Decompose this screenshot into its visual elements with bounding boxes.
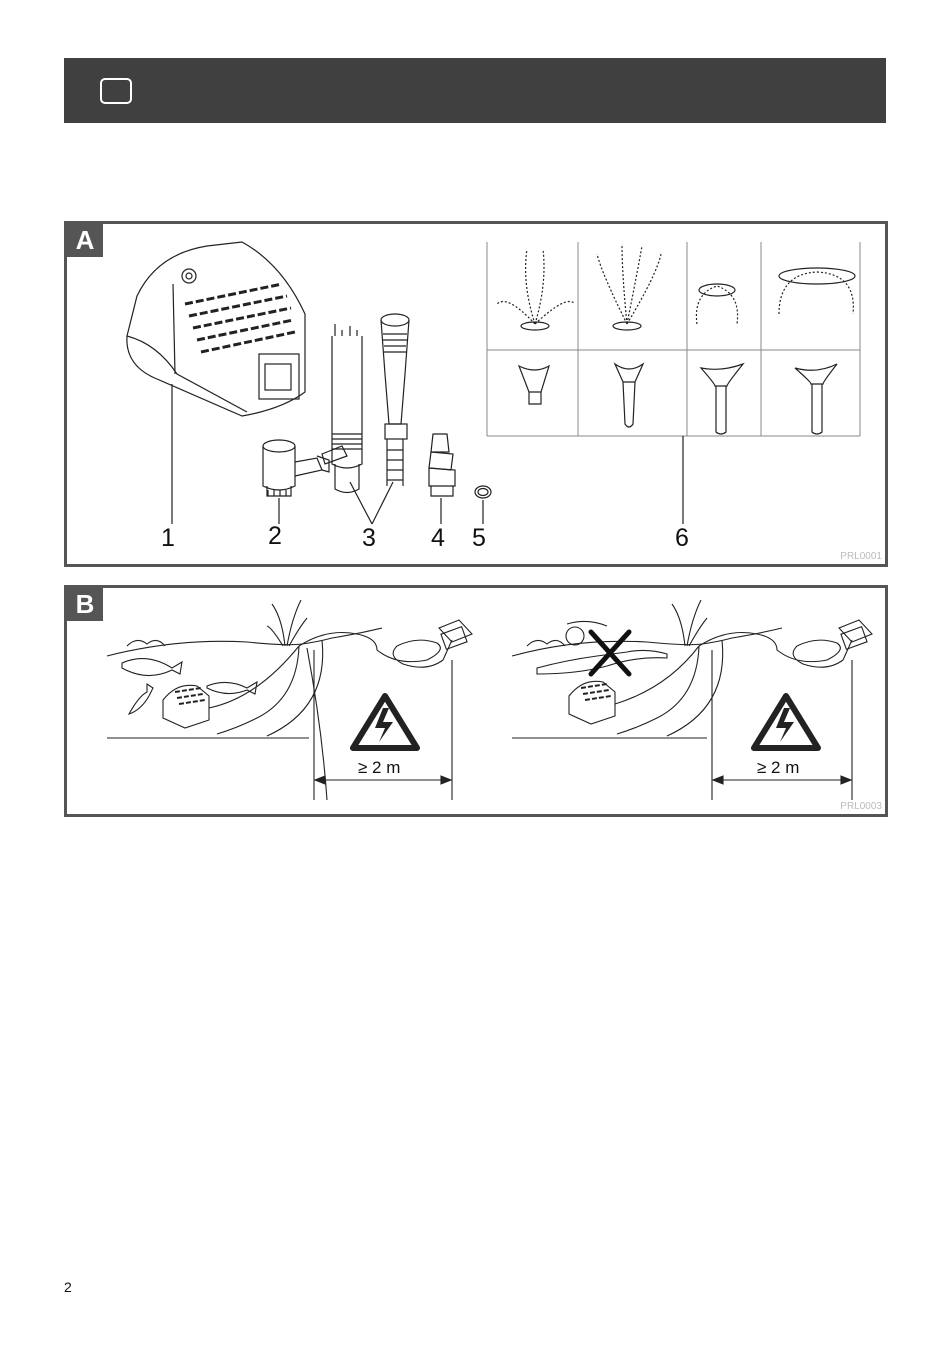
figure-code: PRL0003: [840, 801, 882, 812]
callout-3: 3: [362, 526, 376, 551]
o-ring-icon: [475, 486, 491, 498]
callout-5: 5: [472, 526, 486, 551]
callout-6: 6: [675, 526, 689, 551]
header-bar: [64, 58, 886, 123]
page-number: 2: [64, 1279, 72, 1295]
t-adapter-icon: [263, 440, 329, 496]
figure-code: PRL0001: [840, 551, 882, 562]
extension-tubes-icon: [322, 314, 409, 493]
figure-panel-a: A: [64, 221, 888, 567]
power-socket-icon: [439, 620, 472, 660]
hose-adapter-icon: [429, 434, 455, 496]
fountain-nozzles-icon: [487, 242, 860, 436]
callout-1: 1: [161, 526, 175, 551]
pump-housing-icon: [127, 242, 305, 416]
callout-2: 2: [268, 524, 282, 549]
figure-panel-b: B: [64, 585, 888, 817]
distance-label-right: ≥ 2 m: [757, 758, 799, 778]
safety-illustration: [67, 588, 885, 814]
callout-4: 4: [431, 526, 445, 551]
distance-label-left: ≥ 2 m: [358, 758, 400, 778]
rounded-square-icon: [100, 78, 132, 104]
parts-illustration: [67, 224, 885, 564]
